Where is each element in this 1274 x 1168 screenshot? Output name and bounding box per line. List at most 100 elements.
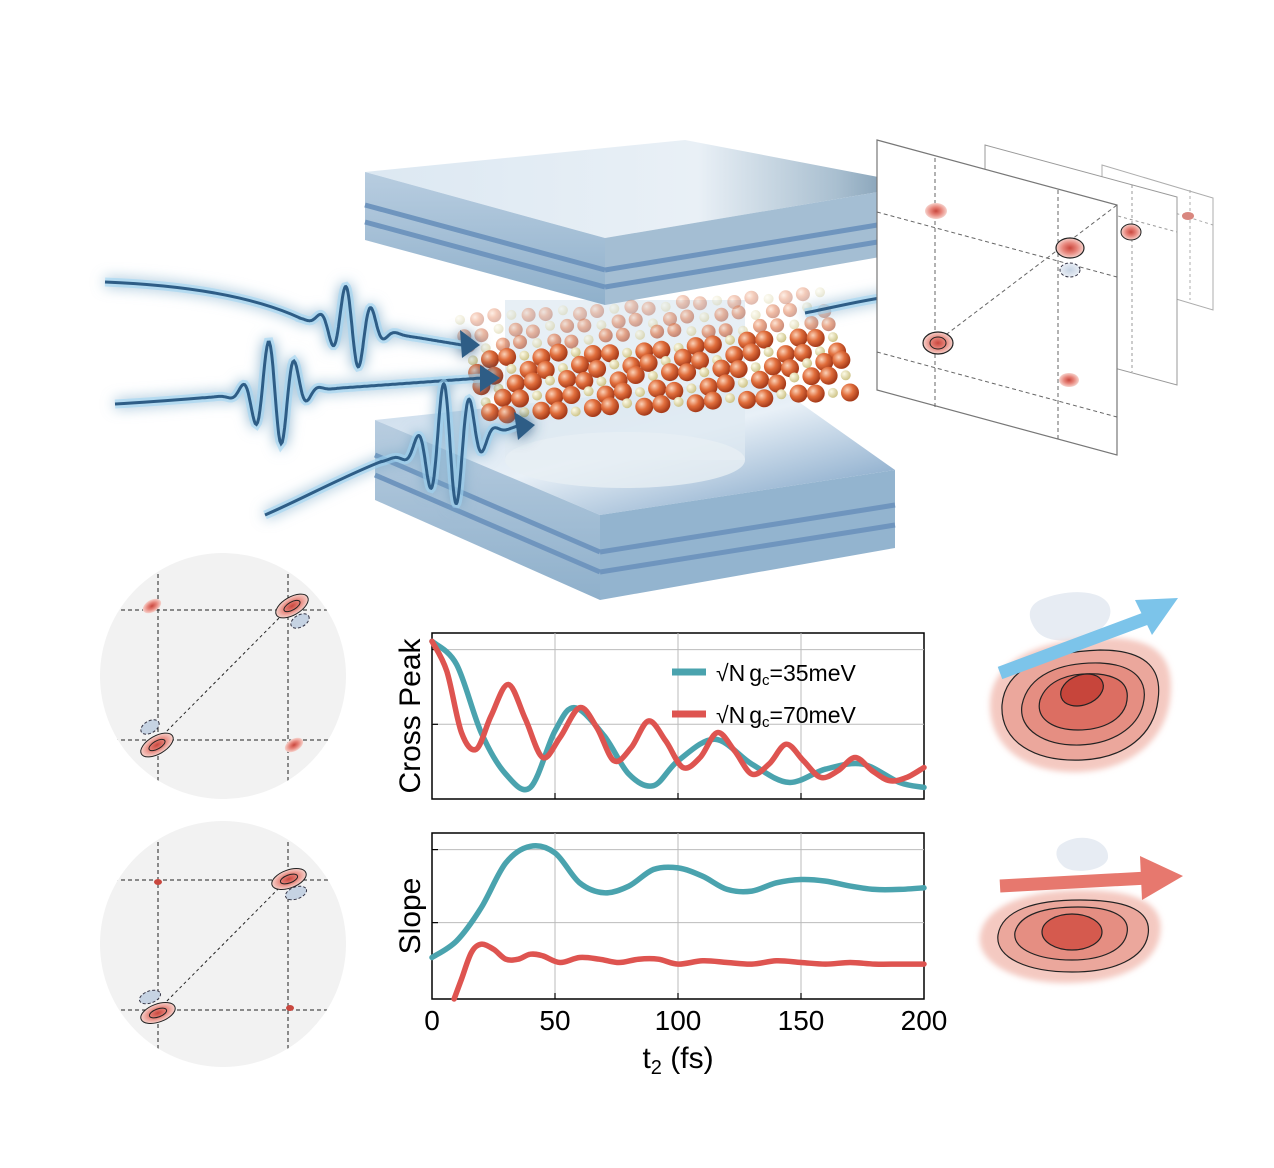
atom bbox=[716, 374, 735, 393]
atom bbox=[686, 383, 697, 394]
series-line bbox=[429, 638, 927, 793]
atom bbox=[778, 290, 793, 305]
atom bbox=[564, 334, 579, 349]
slope-ylabel: Slope bbox=[394, 878, 427, 955]
atom bbox=[755, 389, 774, 408]
atom bbox=[789, 328, 808, 347]
atom bbox=[768, 374, 787, 393]
molecular-layer bbox=[455, 287, 859, 424]
atom bbox=[532, 390, 543, 401]
x-axis-label: t2 (fs) bbox=[642, 1042, 713, 1079]
atom bbox=[686, 394, 705, 413]
slope-arrow-tilted bbox=[997, 610, 1153, 680]
atom bbox=[481, 350, 499, 369]
atom bbox=[789, 384, 808, 403]
atom bbox=[583, 386, 594, 397]
atom bbox=[753, 318, 767, 333]
series-line bbox=[451, 941, 927, 1002]
atom bbox=[570, 347, 581, 358]
atom bbox=[596, 320, 607, 331]
atom bbox=[583, 334, 594, 345]
atom bbox=[650, 324, 665, 339]
atom bbox=[641, 301, 656, 316]
atom bbox=[675, 295, 690, 309]
atom bbox=[493, 388, 512, 407]
atom bbox=[763, 357, 782, 376]
atom bbox=[521, 307, 536, 322]
lineshape-flat bbox=[979, 837, 1183, 984]
slope-series bbox=[429, 843, 927, 1002]
atom bbox=[737, 377, 748, 388]
atom bbox=[635, 397, 654, 416]
atom bbox=[601, 344, 619, 363]
atom bbox=[467, 355, 478, 366]
atom bbox=[558, 370, 577, 388]
atom bbox=[611, 314, 626, 329]
atom bbox=[731, 305, 746, 320]
atom bbox=[609, 359, 620, 370]
cross-peak-grid bbox=[432, 633, 924, 799]
atom bbox=[699, 377, 718, 396]
atom bbox=[686, 326, 697, 337]
atom bbox=[523, 372, 542, 391]
atom bbox=[703, 391, 722, 410]
atom bbox=[573, 306, 587, 321]
atom bbox=[536, 361, 555, 379]
atom bbox=[508, 322, 523, 337]
atom bbox=[832, 350, 851, 369]
atom bbox=[693, 296, 707, 311]
atom bbox=[763, 347, 774, 357]
atom bbox=[729, 360, 748, 379]
atom bbox=[770, 318, 785, 333]
spectrum-circle-bottom bbox=[100, 821, 346, 1067]
atom bbox=[793, 343, 812, 362]
atom bbox=[725, 346, 744, 364]
atom bbox=[776, 332, 787, 343]
pulse-1 bbox=[104, 277, 480, 373]
atom bbox=[827, 387, 838, 398]
atom bbox=[673, 396, 684, 407]
pulse-3 bbox=[263, 377, 535, 520]
atom bbox=[751, 370, 769, 389]
atom bbox=[571, 355, 589, 374]
atom bbox=[750, 310, 761, 320]
atom bbox=[776, 345, 795, 364]
atom bbox=[455, 314, 465, 325]
atom bbox=[525, 324, 540, 339]
atom bbox=[545, 387, 564, 406]
atom bbox=[583, 399, 602, 417]
atom bbox=[511, 389, 529, 408]
atom bbox=[763, 293, 774, 304]
spectra-stack bbox=[876, 139, 1214, 456]
atom bbox=[474, 328, 489, 343]
atom bbox=[660, 301, 671, 312]
atom bbox=[652, 340, 671, 359]
atom bbox=[545, 375, 555, 386]
atom bbox=[663, 312, 677, 326]
atom bbox=[506, 374, 525, 393]
series-line bbox=[429, 843, 927, 961]
atom bbox=[701, 324, 716, 339]
atom bbox=[545, 320, 555, 331]
atom bbox=[712, 295, 723, 306]
atom bbox=[789, 372, 800, 383]
atom bbox=[827, 332, 838, 343]
atom bbox=[506, 309, 517, 320]
atom bbox=[577, 318, 592, 333]
atom bbox=[598, 328, 613, 343]
atom bbox=[841, 383, 859, 402]
atom bbox=[622, 398, 633, 409]
atom bbox=[588, 359, 607, 378]
cavity-illustration bbox=[104, 139, 1214, 600]
spectrum-frame-front bbox=[876, 139, 1118, 456]
atom bbox=[703, 335, 722, 354]
atom bbox=[795, 287, 810, 302]
atom bbox=[750, 362, 761, 373]
atom bbox=[570, 406, 581, 417]
